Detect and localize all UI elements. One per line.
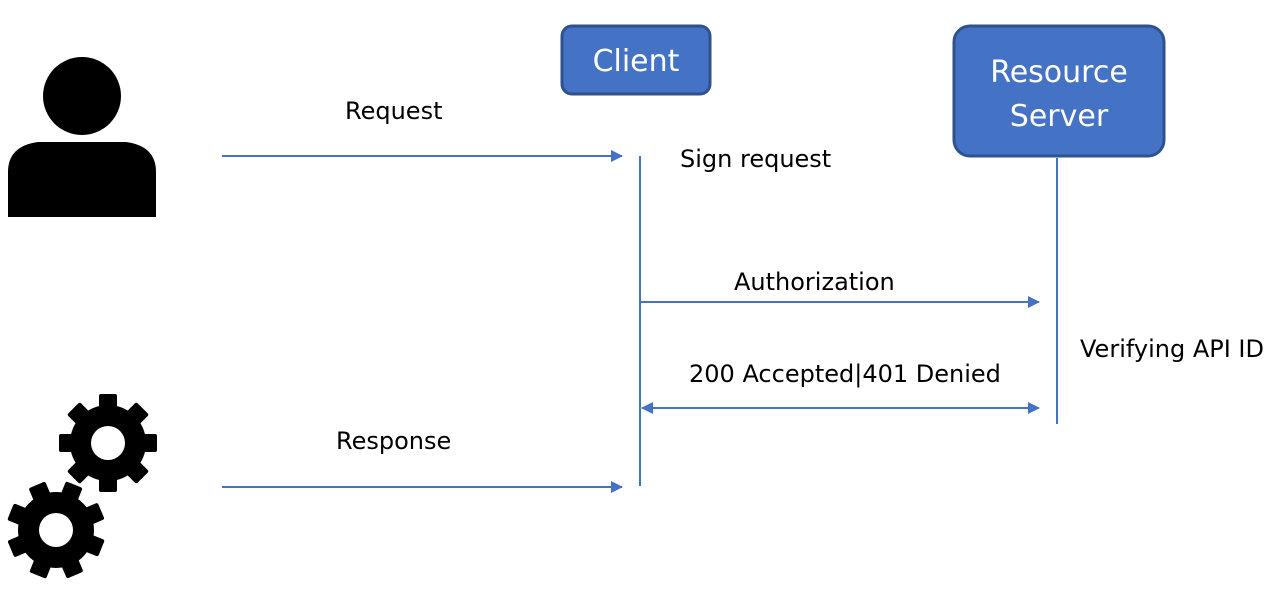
user-icon xyxy=(8,57,156,217)
sign-request-label: Sign request xyxy=(680,145,831,173)
verifying-label: Verifying API ID xyxy=(1080,335,1264,363)
response-label: Response xyxy=(336,427,451,455)
resource-server-participant: Resource Server xyxy=(952,24,1166,158)
server-label-line2: Server xyxy=(1010,99,1109,134)
gears-icon xyxy=(7,394,157,579)
result-label: 200 Accepted|401 Denied xyxy=(689,360,1001,388)
authorization-label: Authorization xyxy=(734,268,895,296)
client-participant: Client xyxy=(560,24,712,96)
request-label: Request xyxy=(345,97,443,125)
client-label: Client xyxy=(593,44,680,79)
server-label-line1: Resource xyxy=(990,55,1128,90)
